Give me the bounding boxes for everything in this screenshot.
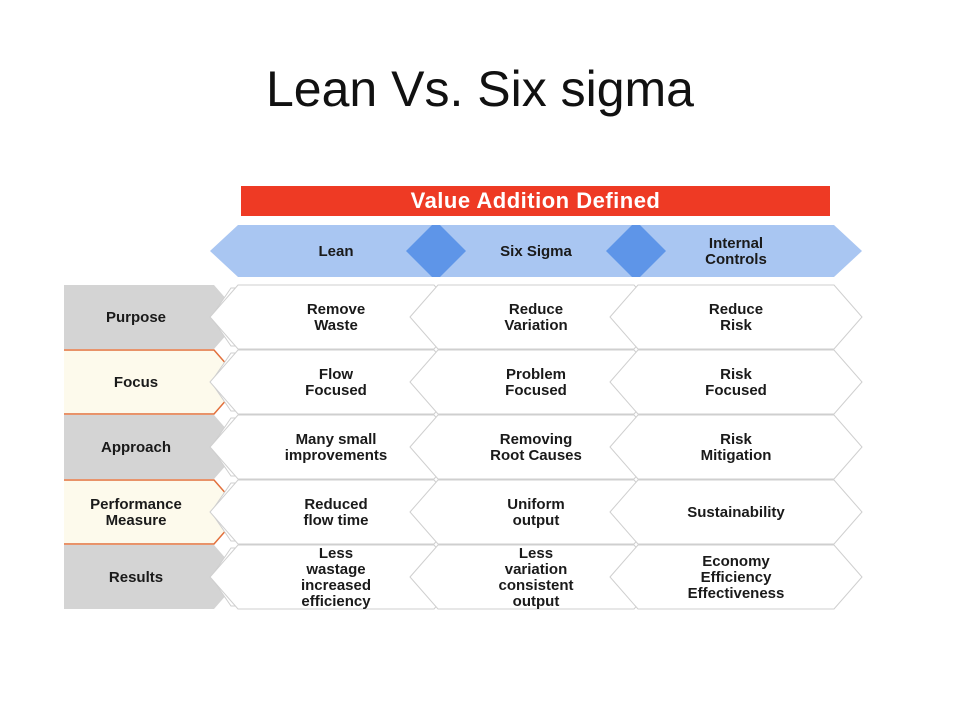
row-label-line: Results (109, 569, 163, 586)
row-label-band (64, 545, 242, 609)
cell-text-line: Uniform (507, 496, 565, 513)
cell-text-line: Risk (720, 366, 752, 383)
header-node (406, 225, 466, 277)
cell-text-line: Economy (702, 553, 770, 570)
column-header-label-line: Six Sigma (500, 243, 572, 260)
cell-text-line: variation (505, 561, 568, 578)
cell-text-line: Reduced (304, 496, 367, 513)
column-header-label-line: Controls (705, 251, 767, 268)
cell-hexagon (609, 284, 863, 350)
cell-text-line: flow time (303, 512, 368, 529)
cell-text-line: Efficiency (701, 569, 773, 586)
row-label-band (64, 350, 242, 414)
cell-text-line: Reduce (709, 301, 763, 318)
cell-text-line: Remove (307, 301, 365, 318)
column-header-hexagon (610, 225, 862, 277)
cell-text-line: Variation (504, 317, 567, 334)
cell-text-line: Reduce (509, 301, 563, 318)
cell-text-line: Problem (506, 366, 566, 383)
row-label-line: Measure (106, 512, 167, 529)
cell-hexagon (609, 544, 863, 610)
cell-text-line: Removing (500, 431, 573, 448)
cell-text-line: Risk (720, 431, 752, 448)
row-label-line: Performance (90, 496, 182, 513)
cell-text-line: Flow (319, 366, 353, 383)
column-header-label-line: Internal (709, 235, 763, 252)
cell-text-line: Less (519, 545, 553, 562)
cell-text-line: Focused (505, 382, 567, 399)
cell-text-line: output (513, 593, 560, 610)
row-label-line: Focus (114, 374, 158, 391)
row-label-band (64, 480, 242, 544)
cell-text-line: increased (301, 577, 371, 594)
cell-hexagon (609, 349, 863, 415)
diagram-banner: Value Addition Defined (241, 186, 830, 216)
cell-hexagon (609, 479, 863, 545)
cell-text-line: improvements (285, 447, 388, 464)
row-label-line: Approach (101, 439, 171, 456)
cell-hexagon (609, 414, 863, 480)
cell-text-line: Mitigation (701, 447, 772, 464)
row-label-line: Purpose (106, 309, 166, 326)
header-node (606, 225, 666, 277)
row-label-band (64, 285, 242, 349)
cell-text-line: efficiency (301, 593, 371, 610)
column-header-hexagon (410, 225, 662, 277)
cell-text-line: consistent (498, 577, 573, 594)
cell-text-line: Less (319, 545, 353, 562)
cell-text-line: Risk (720, 317, 752, 334)
cell-text-line: Focused (305, 382, 367, 399)
column-header-label-line: Lean (318, 243, 353, 260)
cell-text-line: Focused (705, 382, 767, 399)
cell-text-line: wastage (305, 561, 365, 578)
cell-text-line: Effectiveness (688, 585, 785, 602)
row-label-band (64, 415, 242, 479)
slide-title: Lean Vs. Six sigma (266, 61, 694, 117)
column-header-hexagon (210, 225, 462, 277)
cell-text-line: Sustainability (687, 504, 785, 521)
cell-text-line: Root Causes (490, 447, 582, 464)
cell-text-line: Waste (314, 317, 358, 334)
cell-text-line: Many small (296, 431, 377, 448)
cell-text-line: output (513, 512, 560, 529)
